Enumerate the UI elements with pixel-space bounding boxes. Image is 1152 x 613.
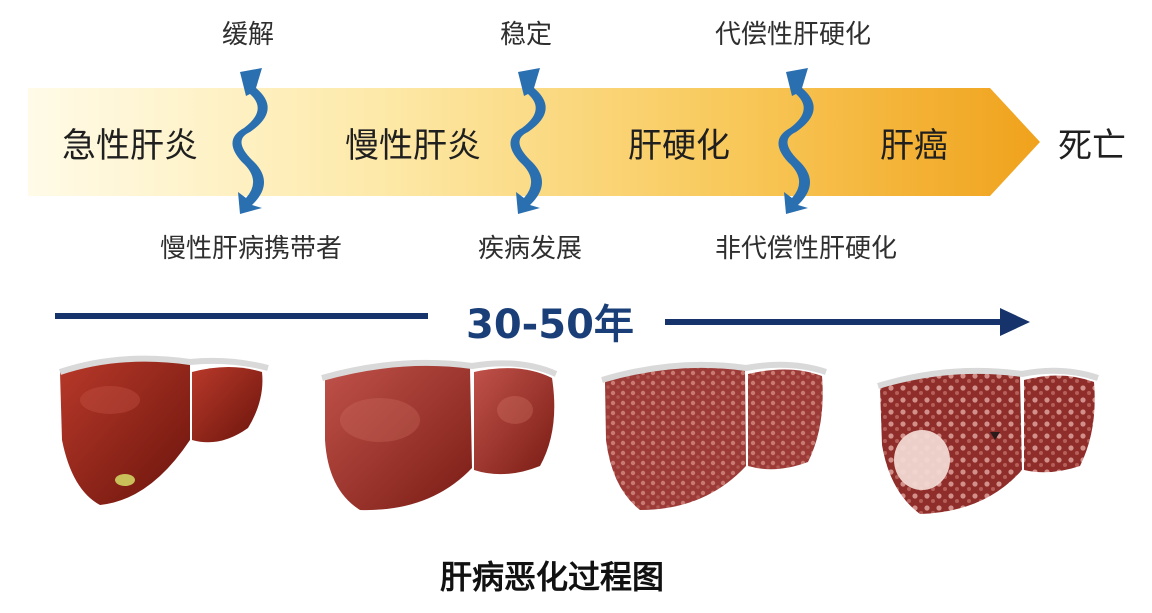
liver-4-image: [877, 367, 1099, 514]
stage-cirrhosis: 肝硬化: [628, 126, 730, 166]
label-decompensated-cirrhosis: 非代偿性肝硬化: [715, 234, 898, 264]
stage-chronic-hepatitis: 慢性肝炎: [345, 126, 481, 166]
liver-3-image: [601, 361, 827, 510]
stage-acute-hepatitis: 急性肝炎: [62, 126, 198, 166]
progression-band: [28, 88, 1040, 196]
turn-arrow-stable-icon: [510, 68, 546, 214]
label-chronic-carrier: 慢性肝病携带者: [160, 234, 343, 264]
label-remission: 缓解: [222, 20, 275, 50]
turn-arrow-remission-icon: [232, 68, 268, 214]
timeline-label: 30-50年: [466, 302, 634, 348]
label-stable: 稳定: [500, 20, 553, 50]
tumor-mark: [894, 430, 950, 490]
timeline-arrowhead-icon: [1000, 308, 1030, 336]
stage-death: 死亡: [1058, 126, 1126, 166]
label-disease-progression: 疾病发展: [478, 234, 583, 264]
liver-1-image: [59, 355, 269, 505]
liver-2-image: [321, 359, 558, 511]
stage-liver-cancer: 肝癌: [880, 126, 948, 166]
diagram-caption: 肝病恶化过程图: [440, 558, 665, 596]
label-compensated-cirrhosis: 代偿性肝硬化: [715, 20, 872, 50]
turn-arrow-compensated-icon: [778, 68, 814, 214]
